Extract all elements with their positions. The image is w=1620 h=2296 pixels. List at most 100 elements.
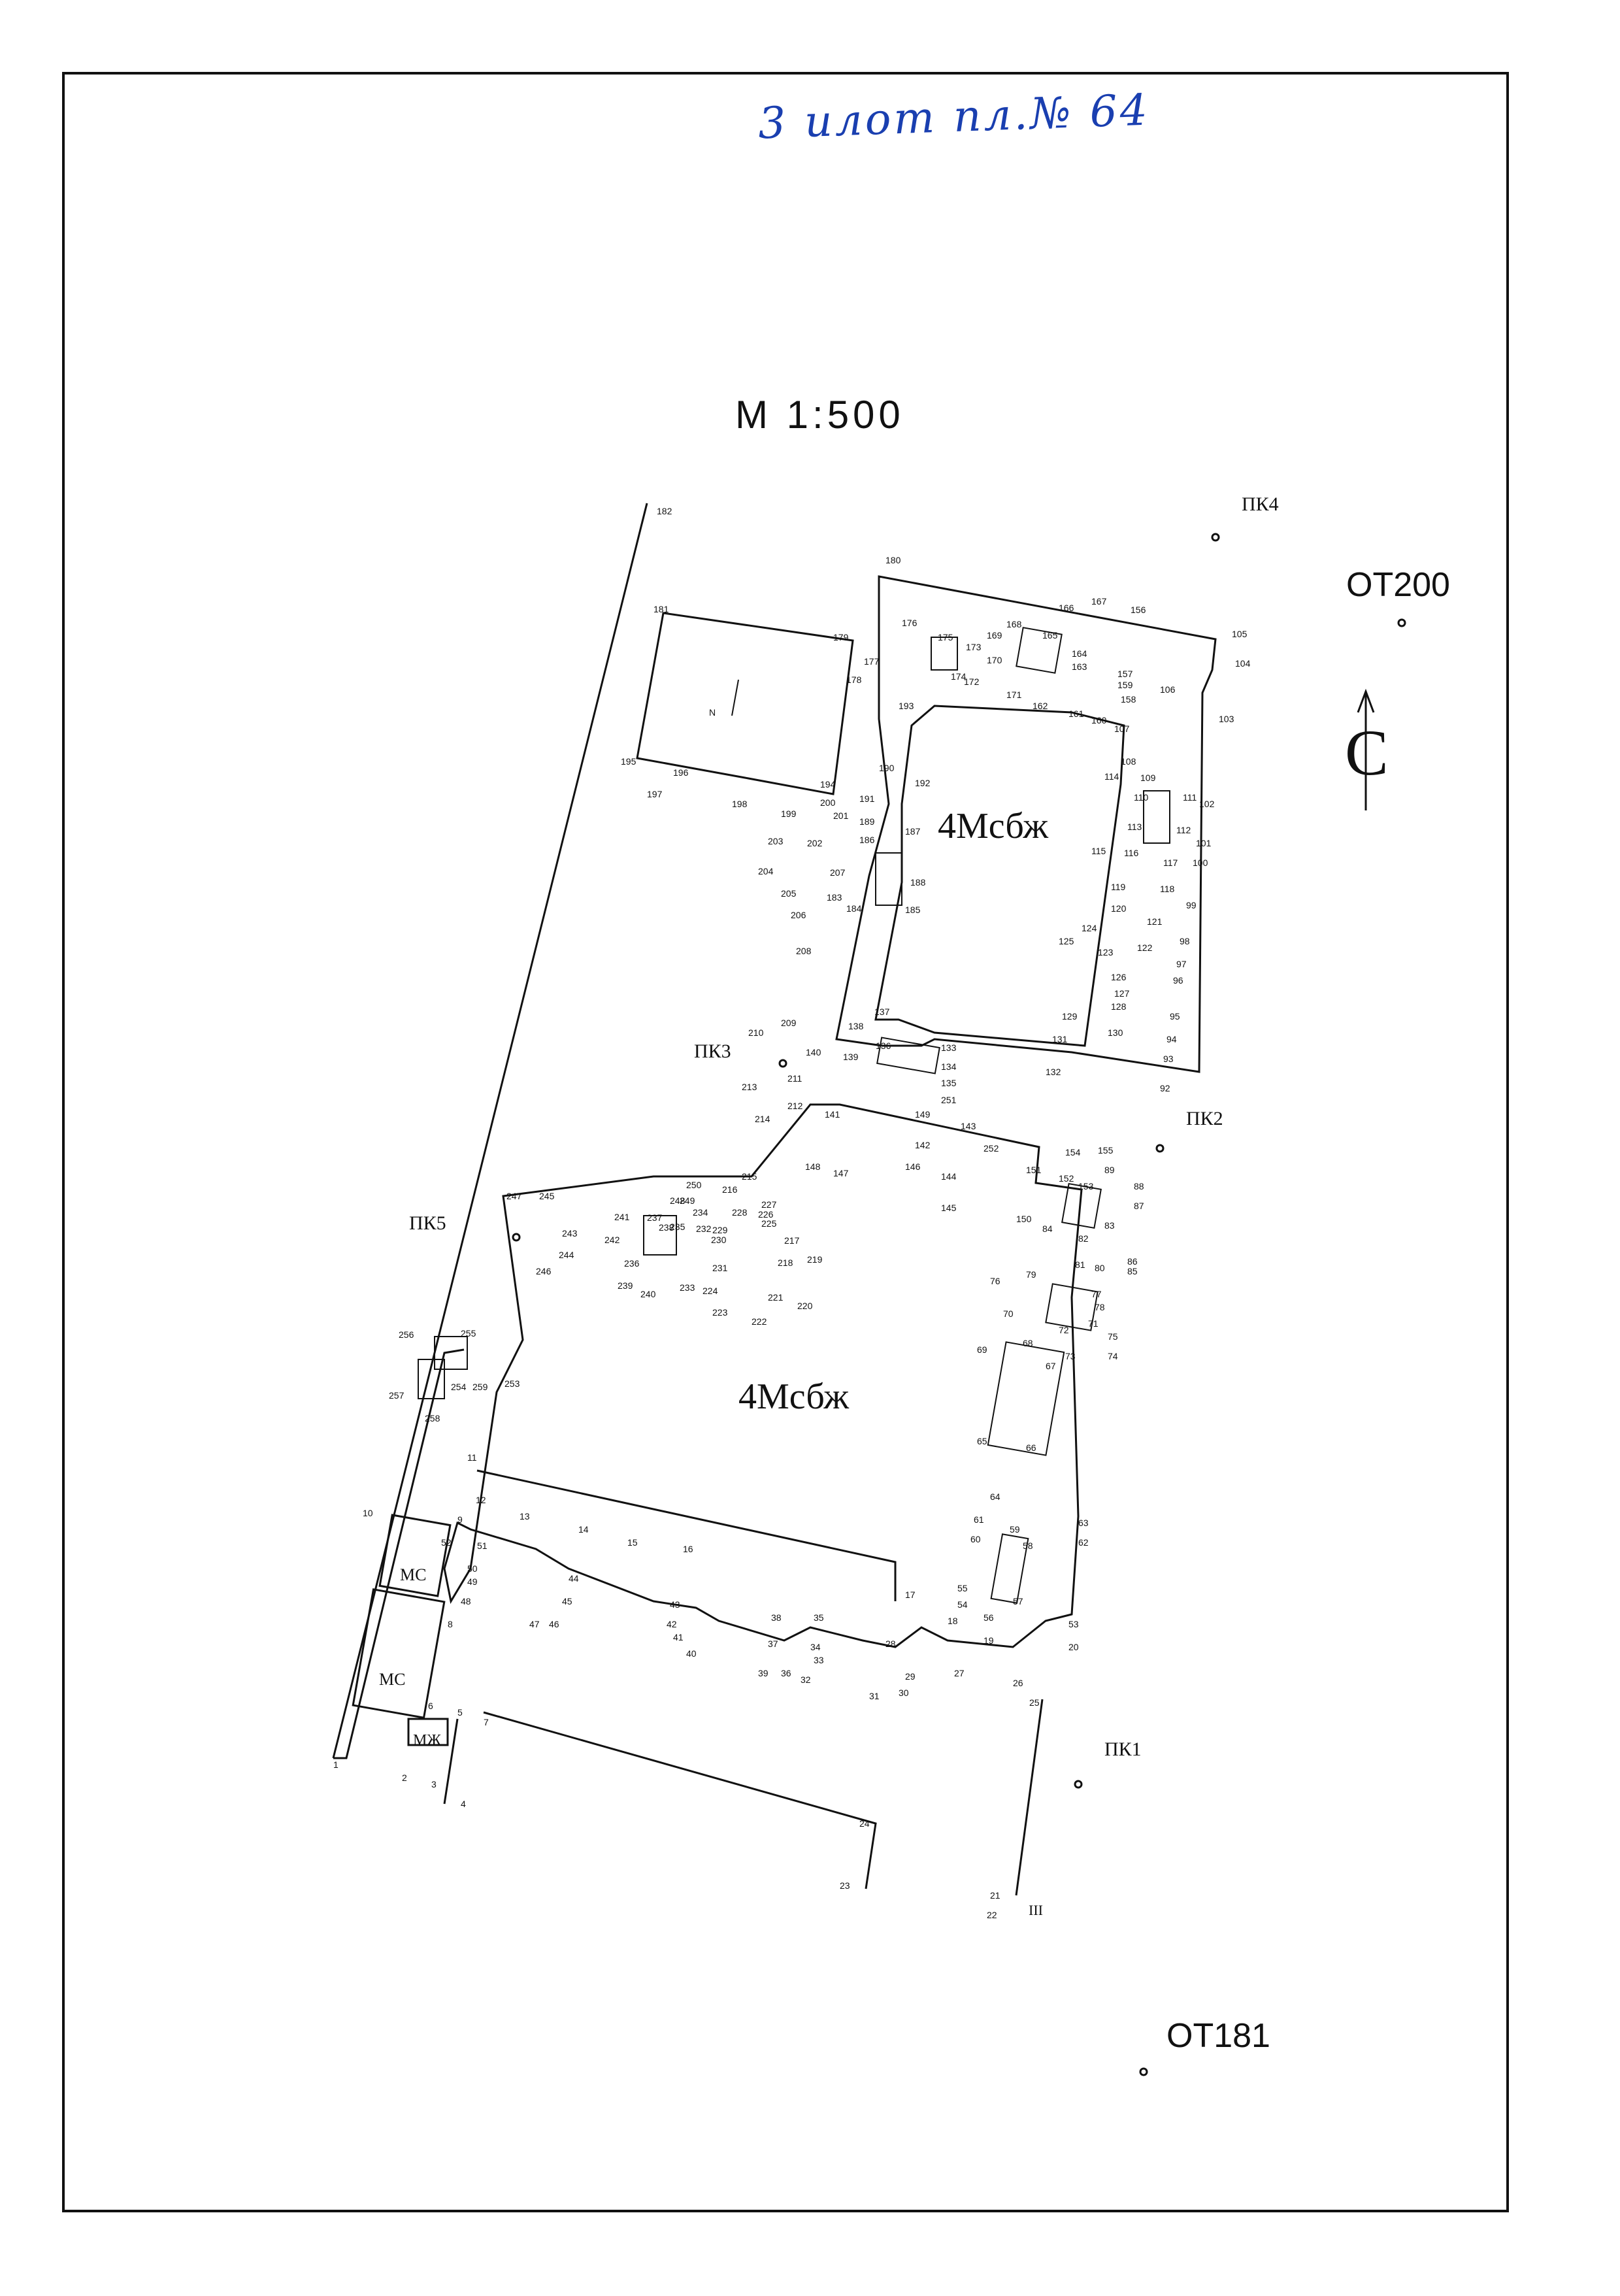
survey-point-label: 76 xyxy=(990,1276,1000,1286)
survey-point-label: 217 xyxy=(784,1235,800,1246)
survey-point-label: 232 xyxy=(696,1223,712,1234)
survey-point-label: 144 xyxy=(941,1171,957,1182)
survey-point-pk4-dot xyxy=(1211,533,1220,542)
survey-point-label: 164 xyxy=(1072,648,1087,659)
survey-point-label: 34 xyxy=(810,1642,821,1652)
bottom-wall xyxy=(483,1711,877,1889)
survey-point-label: 163 xyxy=(1072,661,1087,672)
survey-point-label: 15 xyxy=(627,1537,638,1548)
survey-point-label: 73 xyxy=(1065,1351,1076,1361)
survey-point-label: 142 xyxy=(915,1140,931,1150)
survey-point-label: 61 xyxy=(974,1514,984,1525)
survey-point-label: 54 xyxy=(957,1599,968,1610)
survey-point-label: 209 xyxy=(781,1018,797,1028)
survey-point-label: 3 xyxy=(431,1779,437,1789)
survey-point-label: 103 xyxy=(1219,714,1234,724)
survey-point-label: 28 xyxy=(885,1639,896,1649)
survey-point-label: 254 xyxy=(451,1382,467,1392)
survey-point-label: 224 xyxy=(703,1286,718,1296)
south-building-outline xyxy=(443,1103,1083,1648)
survey-point-label: 25 xyxy=(1029,1697,1040,1708)
survey-point-label: 179 xyxy=(833,632,849,642)
survey-mark-pk1: ПК1 xyxy=(1104,1739,1142,1760)
survey-point-label: 148 xyxy=(805,1161,821,1172)
survey-point-label: 22 xyxy=(987,1910,997,1920)
survey-point-label: 236 xyxy=(624,1258,640,1269)
survey-point-label: 132 xyxy=(1046,1067,1061,1077)
survey-point-label: 101 xyxy=(1196,838,1212,848)
survey-point-label: 30 xyxy=(899,1688,909,1698)
survey-point-label: 65 xyxy=(977,1436,987,1446)
survey-point-label: 238 xyxy=(659,1222,674,1233)
survey-point-label: 227 xyxy=(761,1199,777,1210)
survey-point-label: 116 xyxy=(1124,848,1139,858)
survey-point-label: 115 xyxy=(1091,846,1106,856)
survey-point-label: 192 xyxy=(915,778,931,788)
survey-point-label: 153 xyxy=(1078,1181,1094,1191)
survey-point-label: 240 xyxy=(640,1289,656,1299)
survey-point-label: 26 xyxy=(1013,1678,1023,1688)
survey-point-label: 216 xyxy=(722,1184,738,1195)
survey-point-label: 190 xyxy=(879,763,895,773)
survey-point-label: 63 xyxy=(1078,1518,1089,1528)
survey-point-pk2-dot xyxy=(1155,1144,1165,1153)
survey-point-label: 131 xyxy=(1052,1034,1068,1044)
survey-point-label: 24 xyxy=(859,1818,870,1829)
survey-point-label: 5 xyxy=(457,1707,463,1718)
survey-point-label: 40 xyxy=(686,1648,697,1659)
survey-point-label: 245 xyxy=(539,1191,555,1201)
structure-mzh: МЖ xyxy=(413,1732,441,1749)
survey-point-label: 187 xyxy=(905,826,921,837)
survey-point-label: 152 xyxy=(1059,1173,1074,1184)
survey-point-label: 35 xyxy=(814,1612,824,1623)
survey-point-label: 211 xyxy=(787,1073,802,1084)
east-boundary-line xyxy=(1015,1699,1044,1896)
survey-point-label: 214 xyxy=(755,1114,770,1124)
survey-point-label: 158 xyxy=(1121,694,1136,705)
survey-point-label: 169 xyxy=(987,630,1002,641)
survey-point-label: 203 xyxy=(768,836,784,846)
survey-point-label: 156 xyxy=(1131,605,1146,615)
survey-point-label: 32 xyxy=(801,1674,811,1685)
survey-point-label: 97 xyxy=(1176,959,1187,969)
survey-point-label: 196 xyxy=(673,767,689,778)
reference-point-ot181: ОТ181 xyxy=(1166,2017,1270,2055)
survey-point-label: 248 xyxy=(670,1195,686,1206)
survey-point-label: 83 xyxy=(1104,1220,1115,1231)
survey-point-label: 173 xyxy=(966,642,982,652)
survey-point-label: 27 xyxy=(954,1668,965,1678)
survey-point-label: 107 xyxy=(1114,724,1130,734)
survey-point-label: 189 xyxy=(859,816,875,827)
survey-point-label: 39 xyxy=(758,1668,769,1678)
survey-point-label: 201 xyxy=(833,810,849,821)
survey-point-label: 87 xyxy=(1134,1201,1144,1211)
survey-point-label: 112 xyxy=(1176,825,1191,835)
survey-point-label: 57 xyxy=(1013,1596,1023,1606)
north-arrow-icon: С xyxy=(1345,688,1389,810)
survey-point-label: 117 xyxy=(1163,857,1178,868)
stair-hatches xyxy=(418,627,1170,1604)
survey-point-label: 127 xyxy=(1114,988,1130,999)
survey-point-label: 159 xyxy=(1117,680,1133,690)
survey-point-label: 59 xyxy=(1010,1524,1020,1535)
survey-point-label: 77 xyxy=(1091,1289,1102,1299)
survey-point-label: 67 xyxy=(1046,1361,1056,1371)
survey-point-label: 104 xyxy=(1235,658,1251,669)
survey-point-label: 176 xyxy=(902,618,917,628)
survey-point-label: 141 xyxy=(825,1109,840,1120)
survey-point-label: 193 xyxy=(899,701,914,711)
survey-point-label: 8 xyxy=(448,1619,453,1629)
survey-point-label: 95 xyxy=(1170,1011,1180,1022)
survey-point-label: 138 xyxy=(848,1021,864,1031)
survey-point-label: 75 xyxy=(1108,1331,1118,1342)
inner-arrow-line xyxy=(731,679,739,716)
survey-point-label: 246 xyxy=(536,1266,552,1276)
survey-point-label: 171 xyxy=(1006,690,1022,700)
survey-point-label: 12 xyxy=(476,1495,486,1505)
survey-point-label: 198 xyxy=(732,799,748,809)
survey-point-label: 183 xyxy=(827,892,842,903)
survey-point-label: 170 xyxy=(987,655,1002,665)
survey-point-label: 18 xyxy=(948,1616,958,1626)
survey-point-label: 255 xyxy=(461,1328,476,1339)
building-south-label: 4Мсбж xyxy=(738,1376,850,1417)
